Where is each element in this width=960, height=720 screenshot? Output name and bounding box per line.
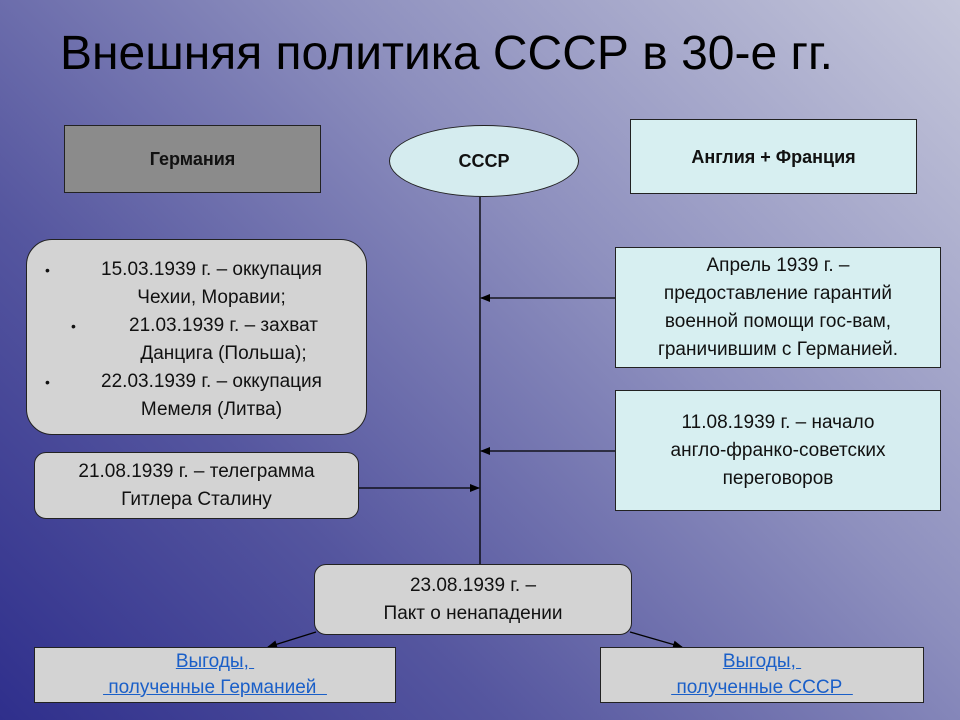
ussr-ellipse: СССР [389, 125, 579, 197]
slide-title: Внешняя политика СССР в 30-е гг. [60, 27, 833, 80]
germany-events-box: • 15.03.1939 г. – оккупация Чехии, Морав… [26, 239, 367, 435]
event-item: • 15.03.1939 г. – оккупация Чехии, Морав… [27, 256, 366, 312]
arrow-benefit-ussr [629, 631, 683, 649]
pact-box: 23.08.1939 г. – Пакт о ненападении [314, 564, 632, 635]
benefits-ussr-link-line1[interactable]: Выгоды, [722, 651, 802, 672]
benefits-germany-box: Выгоды, полученные Германией [34, 647, 396, 703]
bullet-icon: • [45, 374, 50, 390]
telegram-box: 21.08.1939 г. – телеграмма Гитлера Стали… [34, 452, 359, 519]
guarantee-box: Апрель 1939 г. – предоставление гарантий… [615, 247, 941, 368]
anglo-france-box: Англия + Франция [630, 119, 917, 194]
benefits-ussr-link-line2[interactable]: полученные СССР [671, 677, 853, 698]
arrow-benefit-germany [267, 631, 317, 649]
bullet-icon: • [71, 318, 76, 334]
bullet-icon: • [45, 262, 50, 278]
benefits-ussr-box: Выгоды, полученные СССР [600, 647, 924, 703]
event-item: • 22.03.1939 г. – оккупация Мемеля (Литв… [27, 368, 366, 424]
event-item: • 21.03.1939 г. – захват Данцига (Польша… [27, 312, 366, 368]
benefits-germany-link-line2[interactable]: полученные Германией [103, 677, 327, 698]
germany-box: Германия [64, 125, 321, 193]
negotiation-box: 11.08.1939 г. – начало англо-франко-сове… [615, 390, 941, 511]
benefits-germany-link-line1[interactable]: Выгоды, [175, 651, 255, 672]
